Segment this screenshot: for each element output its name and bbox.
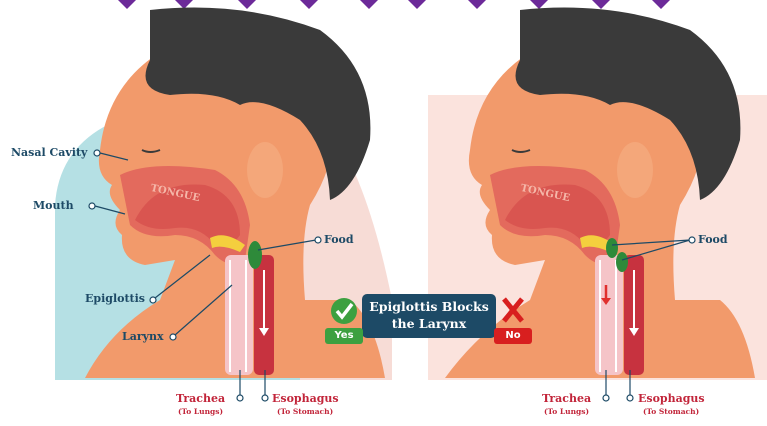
esophagus-label-right: Esophagus: [638, 393, 705, 405]
trachea-sub-left: (To Lungs): [178, 407, 223, 416]
esophagus-label-left: Esophagus: [272, 393, 339, 405]
banner-line-2: the Larynx: [362, 315, 496, 332]
yes-badge: Yes: [325, 328, 363, 344]
food-label-left: Food: [324, 234, 354, 246]
epiglottis-banner: Epiglottis Blocks the Larynx: [362, 294, 496, 338]
esophagus-sub-left: (To Stomach): [277, 407, 333, 416]
trachea-label-left: Trachea: [176, 393, 225, 405]
trachea-label-right: Trachea: [542, 393, 591, 405]
banner-line-1: Epiglottis Blocks: [362, 298, 496, 315]
trachea-sub-right: (To Lungs): [544, 407, 589, 416]
checkmark-icon: [331, 298, 357, 324]
esophagus-sub-right: (To Stomach): [643, 407, 699, 416]
nasal-cavity-label: Nasal Cavity: [11, 147, 87, 159]
larynx-label: Larynx: [122, 331, 164, 343]
epiglottis-label: Epiglottis: [85, 293, 145, 305]
left-panel: [55, 8, 392, 381]
food-label-right: Food: [698, 234, 728, 246]
no-badge: No: [494, 328, 532, 344]
mouth-label: Mouth: [33, 200, 74, 212]
